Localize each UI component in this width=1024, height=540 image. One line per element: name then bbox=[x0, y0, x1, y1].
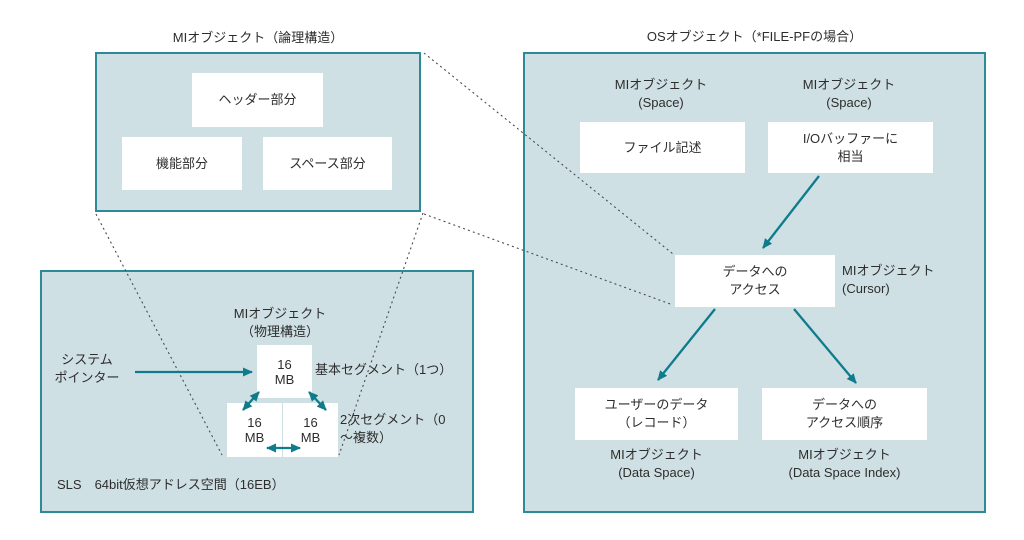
space-part-box: スペース部分 bbox=[263, 137, 392, 190]
io-buffer-box: I/Oバッファーに 相当 bbox=[768, 122, 933, 173]
mi-data-space-index-label: MIオブジェクト (Data Space Index) bbox=[788, 447, 901, 480]
logical-structure-panel: ヘッダー部分 機能部分 スペース部分 bbox=[95, 52, 421, 212]
os-panel-title: OSオブジェクト（*FILE-PFの場合） bbox=[646, 29, 863, 44]
user-data-box: ユーザーのデータ （レコード） bbox=[575, 388, 738, 440]
mi-cursor-label: MIオブジェクト (Cursor) bbox=[842, 263, 935, 296]
os-object-panel: MIオブジェクト (Space) MIオブジェクト (Space) ファイル記述… bbox=[523, 52, 986, 513]
secondary-segment-box-right: 16 MB bbox=[283, 403, 338, 457]
logical-panel-title: MIオブジェクト（論理構造） bbox=[172, 30, 344, 45]
physical-structure-title: MIオブジェクト （物理構造） bbox=[233, 306, 327, 339]
system-pointer-label: システム ポインター bbox=[54, 352, 120, 385]
data-access-box: データへの アクセス bbox=[675, 255, 835, 307]
base-segment-box: 16 MB bbox=[257, 345, 312, 398]
sls-panel: MIオブジェクト （物理構造） システム ポインター 16 MB 基本セグメント… bbox=[40, 270, 474, 513]
mi-data-space-label: MIオブジェクト (Data Space) bbox=[610, 447, 703, 480]
secondary-segment-label: 2次セグメント（0 ～複数） bbox=[340, 412, 446, 445]
mi-space-label-left: MIオブジェクト (Space) bbox=[614, 77, 708, 110]
access-order-box: データへの アクセス順序 bbox=[762, 388, 927, 440]
mi-space-label-right: MIオブジェクト (Space) bbox=[802, 77, 896, 110]
base-segment-label: 基本セグメント（1つ） bbox=[315, 362, 453, 377]
sls-footer-label: SLS 64bit仮想アドレス空間（16EB） bbox=[57, 477, 285, 492]
function-part-box: 機能部分 bbox=[122, 137, 242, 190]
file-description-box: ファイル記述 bbox=[580, 122, 745, 173]
header-part-box: ヘッダー部分 bbox=[192, 73, 323, 127]
secondary-segment-box-left: 16 MB bbox=[227, 403, 282, 457]
